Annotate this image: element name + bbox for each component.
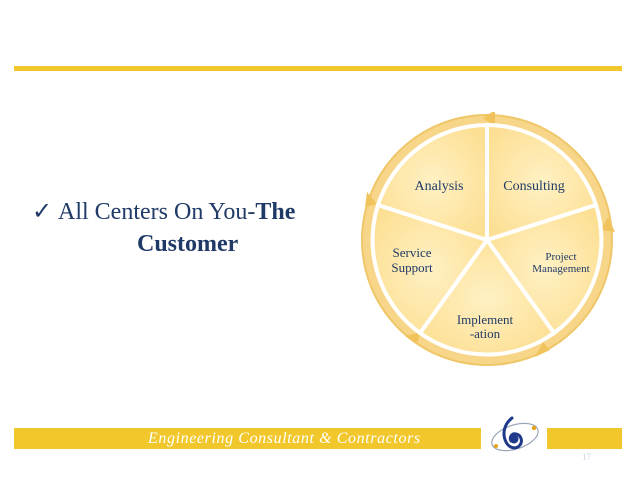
ring-arrow-icon [365, 192, 377, 207]
ring-arrow-icon [601, 217, 615, 232]
cycle-diagram: Consulting Project Management Implement … [361, 112, 615, 366]
checkmark-icon: ✓ [32, 199, 53, 225]
wedge-analysis [375, 122, 489, 243]
segment-label: Project [545, 251, 576, 263]
header-divider [14, 66, 622, 71]
bullet-strong-text: The [255, 199, 296, 225]
segment-label: Implement [457, 312, 514, 327]
wedge-consulting [485, 122, 599, 243]
segment-label: Consulting [503, 179, 564, 194]
ring-arrow-icon [535, 342, 550, 357]
segment-label: Analysis [415, 179, 464, 194]
footer-bar [14, 428, 622, 449]
ring-arrow-icon [483, 112, 495, 126]
company-name: Engineering Consultant & Contractors [148, 430, 421, 447]
segment-label-line2: Management [532, 263, 589, 275]
wedge-project-management [483, 202, 604, 336]
page-number: 17 [582, 452, 591, 462]
bullet-lead-text: All Centers On You- [58, 199, 256, 225]
ring-arrow-icon [405, 332, 421, 344]
bullet-line2-text: Customer [137, 231, 239, 257]
segment-label-line2: -ation [470, 326, 501, 341]
company-logo-icon [491, 416, 539, 452]
wedge-service-support [370, 202, 491, 336]
bullet-point: ✓All Centers On You-The Customer [32, 196, 362, 260]
segment-label: Service [393, 245, 432, 260]
wedge-implementation [417, 236, 557, 357]
segment-label-line2: Support [391, 260, 433, 275]
